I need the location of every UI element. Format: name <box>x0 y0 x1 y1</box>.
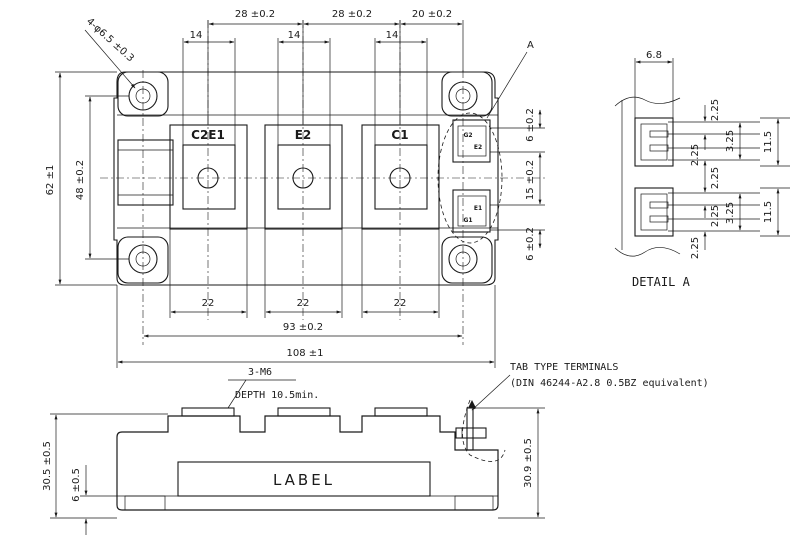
dim-right-mid: 15 ±0.2 <box>525 160 536 200</box>
detail-dim-325-2: 3.25 <box>725 202 736 224</box>
top-view: C2E1 E2 C1 G2 E2 E1 G1 <box>45 9 545 368</box>
detail-dim-225-5: 2.25 <box>690 237 701 259</box>
mounting-hole-icon <box>117 236 169 284</box>
tab-terminal-icon <box>455 407 487 451</box>
detail-dim-225-1: 2.25 <box>710 99 721 121</box>
tab-label-e2: E2 <box>474 144 482 151</box>
tab-label-g1: G1 <box>463 217 472 224</box>
detail-dim-115-1: 11.5 <box>763 131 774 153</box>
dim-length: 108 ±1 <box>286 348 323 359</box>
side-body-outline <box>116 415 499 511</box>
dim-bay-3: 22 <box>394 298 407 309</box>
side-view: LABEL 3-M6 DEPTH 10.5min. TAB TYPE TERMI… <box>42 362 709 535</box>
detail-dim-225-4: 2.25 <box>710 205 721 227</box>
screw-terminal-icon <box>374 144 428 210</box>
detail-a-view: 6.8 2.25 2.25 2.25 2.25 2.25 3.25 3.25 <box>614 50 790 289</box>
dim-width-1: 14 <box>190 30 203 41</box>
tab-terminal-icon: G2 E2 <box>452 119 491 163</box>
dim-right-top: 6 ±0.2 <box>525 108 536 142</box>
side-dim-base: 6 ±0.5 <box>71 468 82 502</box>
depth-note: DEPTH 10.5min. <box>235 390 319 401</box>
arrow-icon <box>468 400 476 408</box>
dim-height-total: 62 ±1 <box>45 165 56 196</box>
label-text: LABEL <box>273 471 335 489</box>
dim-right-bottom: 6 ±0.2 <box>525 227 536 261</box>
module-body-outline <box>113 71 499 286</box>
detail-dim-115-2: 11.5 <box>763 201 774 223</box>
dim-bay-2: 22 <box>297 298 310 309</box>
dim-pitch-3: 20 ±0.2 <box>412 9 452 20</box>
dim-height-inner: 48 ±0.2 <box>75 160 86 200</box>
side-dim-height-left: 30.5 ±0.5 <box>42 441 53 491</box>
mounting-hole-icon <box>441 71 493 117</box>
tab-label-g2: G2 <box>463 132 472 139</box>
tab-terminals-spec: (DIN 46244-A2.8 0.5BZ equivalent) <box>510 378 709 389</box>
detail-dim-325-1: 3.25 <box>725 130 736 152</box>
dim-width-3: 14 <box>386 30 399 41</box>
tab-label-e1: E1 <box>474 205 482 212</box>
thread-callout: 3-M6 <box>248 367 272 378</box>
screw-terminal-icon <box>182 144 236 210</box>
dim-bay-1: 22 <box>202 298 215 309</box>
dim-width-2: 14 <box>288 30 301 41</box>
left-flange <box>117 139 174 206</box>
dim-pitch-2: 28 ±0.2 <box>332 9 372 20</box>
detail-dim-225-2: 2.25 <box>690 144 701 166</box>
detail-ref-a: A <box>527 40 534 51</box>
dim-mount-pitch: 93 ±0.2 <box>283 322 323 333</box>
tab-terminal-icon: E1 G1 <box>452 189 491 233</box>
tab-terminals-title: TAB TYPE TERMINALS <box>510 362 618 373</box>
side-dim-height-right: 30.9 ±0.5 <box>523 438 534 488</box>
detail-width: 6.8 <box>646 50 662 61</box>
label-area <box>177 461 431 497</box>
dim-pitch-1: 28 ±0.2 <box>235 9 275 20</box>
mounting-hole-icon <box>441 236 493 284</box>
detail-title: DETAIL A <box>632 275 691 289</box>
screw-terminal-icon <box>277 144 331 210</box>
hole-callout: 4-φ6.5 ±0.3 <box>84 16 136 64</box>
detail-dim-225-3: 2.25 <box>710 167 721 189</box>
